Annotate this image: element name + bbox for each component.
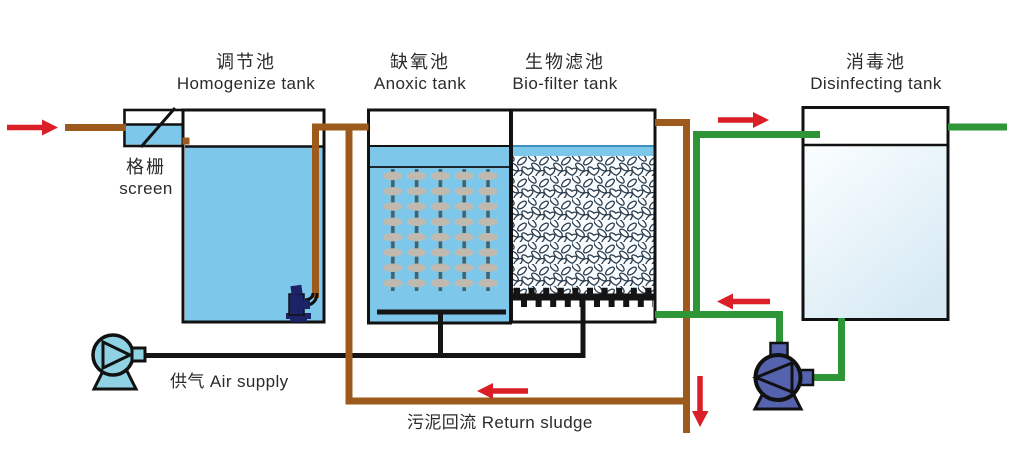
biofilter-tank xyxy=(510,108,657,324)
return-sludge-pipe xyxy=(345,125,690,405)
label-air-supply: 供气 Air supply xyxy=(170,372,289,391)
backwash-flow-arrow xyxy=(717,293,770,310)
anoxic-tank-label-zh: 缺氧池 xyxy=(390,52,450,72)
screen-bar-icon xyxy=(139,107,177,148)
air-supply-pipe xyxy=(146,299,586,358)
sludge-pipes xyxy=(65,119,690,433)
label-anoxic-tank: 缺氧池 Anoxic tank xyxy=(374,52,466,94)
anoxic-tank-label-en: Anoxic tank xyxy=(373,74,467,93)
screen-label-en: screen xyxy=(119,179,173,198)
label-return-sludge: 污泥回流 Return sludge xyxy=(407,413,593,432)
to-disinfecting-pipe xyxy=(693,131,820,318)
pump-to-disinfecting-bottom-pipe xyxy=(812,318,845,381)
biofilter-tank-label-zh: 生物滤池 xyxy=(524,52,605,72)
disinfecting-tank-label-en: Disinfecting tank xyxy=(810,74,942,93)
flow-arrows xyxy=(7,112,770,427)
disinfecting-tank xyxy=(801,106,950,321)
air-blower-icon xyxy=(91,333,147,391)
anoxic-media-columns xyxy=(381,169,501,291)
submersible-pump-icon xyxy=(286,284,319,322)
disinfecting-tank-label-zh: 消毒池 xyxy=(846,52,906,72)
sludge-discharge-flow-arrow xyxy=(692,376,709,427)
biofilter-bottom-pipe xyxy=(655,311,783,346)
homogenize-tank-label-zh: 调节池 xyxy=(216,52,276,72)
label-homogenize-tank: 调节池 Homogenize tank xyxy=(177,52,315,94)
to-disinfecting-flow-arrow xyxy=(718,112,769,128)
sludge-drain-pipe xyxy=(655,119,690,433)
biofilter-aeration-comb xyxy=(512,287,654,308)
return-sludge-flow-arrow xyxy=(477,383,528,399)
inlet-drop-stub xyxy=(182,137,190,145)
treated-water-pipes xyxy=(655,123,1007,381)
anoxic-tank xyxy=(367,108,512,325)
inlet-flow-arrow xyxy=(7,119,58,136)
biofilter-media-bed xyxy=(513,156,654,294)
label-biofilter-tank: 生物滤池 Bio-filter tank xyxy=(512,52,617,94)
label-disinfecting-tank: 消毒池 Disinfecting tank xyxy=(810,52,942,94)
label-screen: 格栅 screen xyxy=(119,157,172,199)
screen-label-zh: 格栅 xyxy=(126,157,166,177)
biofilter-tank-label-en: Bio-filter tank xyxy=(512,74,618,93)
homogenize-tank xyxy=(181,108,326,324)
circulation-pump-icon xyxy=(751,341,815,411)
screen-box xyxy=(123,107,185,148)
homogenize-tank-label-en: Homogenize tank xyxy=(176,74,316,93)
